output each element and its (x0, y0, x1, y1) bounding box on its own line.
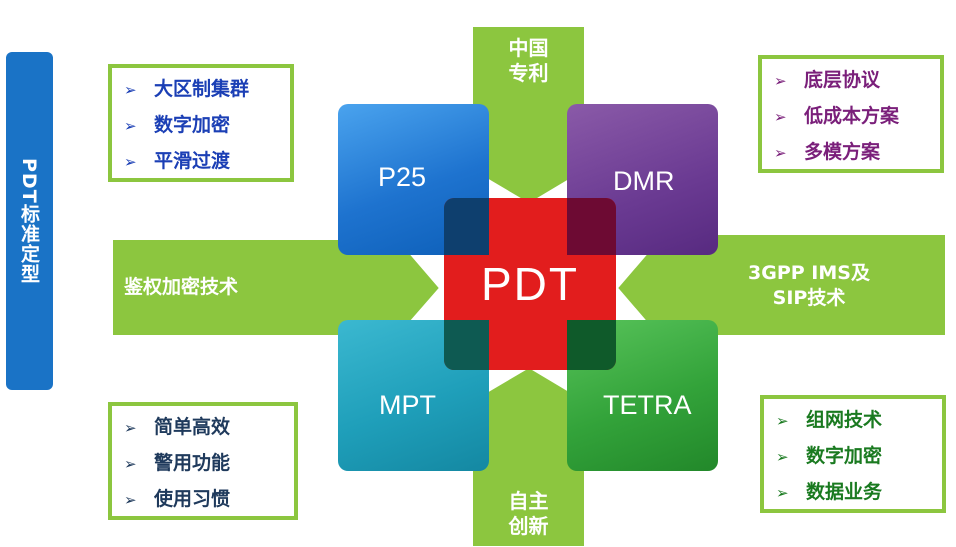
bullet-arrow-icon: ➢ (124, 419, 137, 437)
item-text: 低成本方案 (804, 105, 900, 127)
list-item: ➢ 数字加密 (124, 108, 290, 144)
bullet-arrow-icon: ➢ (124, 153, 137, 171)
mpt-label: MPT (379, 390, 436, 420)
bullet-arrow-icon: ➢ (776, 448, 789, 466)
list-item: ➢ 低成本方案 (774, 99, 940, 135)
tetra-label: TETRA (603, 390, 692, 420)
banner-label: PDT标准定型 (18, 158, 40, 284)
top-arrow-line2: 专利 (508, 61, 549, 85)
left-arrow-text: 鉴权加密技术 (116, 275, 386, 300)
list-item: ➢ 底层协议 (774, 63, 940, 99)
item-text: 数字加密 (154, 114, 231, 136)
item-text: 简单高效 (154, 416, 231, 438)
bullet-arrow-icon: ➢ (124, 81, 137, 99)
item-text: 多模方案 (804, 141, 881, 163)
list-item: ➢ 简单高效 (124, 410, 294, 446)
list-item: ➢ 警用功能 (124, 446, 294, 482)
bullet-arrow-icon: ➢ (124, 491, 137, 509)
list-item: ➢ 数据业务 (776, 475, 942, 511)
bottom-arrow-line2: 创新 (508, 514, 549, 538)
bottom-arrow-line1: 自主 (508, 489, 549, 513)
overlap-dmr-pdt (567, 198, 616, 255)
p25-label: P25 (378, 162, 427, 192)
item-text: 底层协议 (804, 69, 881, 91)
left-arrow-label: 鉴权加密技术 (124, 276, 239, 298)
bottom-arrow-text: 自主 创新 (472, 489, 585, 539)
bullet-arrow-icon: ➢ (776, 484, 789, 502)
item-text: 警用功能 (154, 452, 231, 474)
right-arrow-line1: 3GPP IMS及 (748, 262, 870, 284)
bullet-arrow-icon: ➢ (124, 117, 137, 135)
item-text: 组网技术 (806, 409, 883, 431)
item-text: 平滑过渡 (154, 150, 231, 172)
bullet-arrow-icon: ➢ (774, 108, 787, 126)
pdt-label: PDT (481, 258, 579, 310)
list-item: ➢ 使用习惯 (124, 482, 294, 518)
bullet-arrow-icon: ➢ (774, 144, 787, 162)
standardization-banner: PDT标准定型 (6, 52, 53, 390)
bullet-arrow-icon: ➢ (124, 455, 137, 473)
box-bottom-right: ➢ 组网技术 ➢ 数字加密 ➢ 数据业务 (760, 395, 946, 513)
list-item: ➢ 数字加密 (776, 439, 942, 475)
box-top-right: ➢ 底层协议 ➢ 低成本方案 ➢ 多模方案 (758, 55, 944, 173)
top-arrow-line1: 中国 (508, 36, 549, 60)
overlap-p25-pdt (444, 198, 489, 255)
box-top-left: ➢ 大区制集群 ➢ 数字加密 ➢ 平滑过渡 (108, 64, 294, 182)
item-text: 使用习惯 (154, 488, 231, 510)
top-arrow-text: 中国 专利 (472, 36, 585, 86)
list-item: ➢ 平滑过渡 (124, 144, 290, 180)
bullet-arrow-icon: ➢ (776, 412, 789, 430)
right-arrow-line2: SIP技术 (772, 287, 846, 309)
list-item: ➢ 多模方案 (774, 135, 940, 171)
item-text: 大区制集群 (154, 78, 250, 100)
overlap-tetra-pdt (567, 320, 616, 370)
box-bottom-left: ➢ 简单高效 ➢ 警用功能 ➢ 使用习惯 (108, 402, 298, 520)
item-text: 数据业务 (806, 481, 883, 503)
overlap-mpt-pdt (444, 320, 489, 370)
dmr-block: DMR (567, 104, 718, 255)
list-item: ➢ 大区制集群 (124, 72, 290, 108)
dmr-label: DMR (613, 166, 675, 196)
bullet-arrow-icon: ➢ (774, 72, 787, 90)
right-arrow-text: 3GPP IMS及 SIP技术 (676, 261, 942, 311)
list-item: ➢ 组网技术 (776, 403, 942, 439)
item-text: 数字加密 (806, 445, 883, 467)
